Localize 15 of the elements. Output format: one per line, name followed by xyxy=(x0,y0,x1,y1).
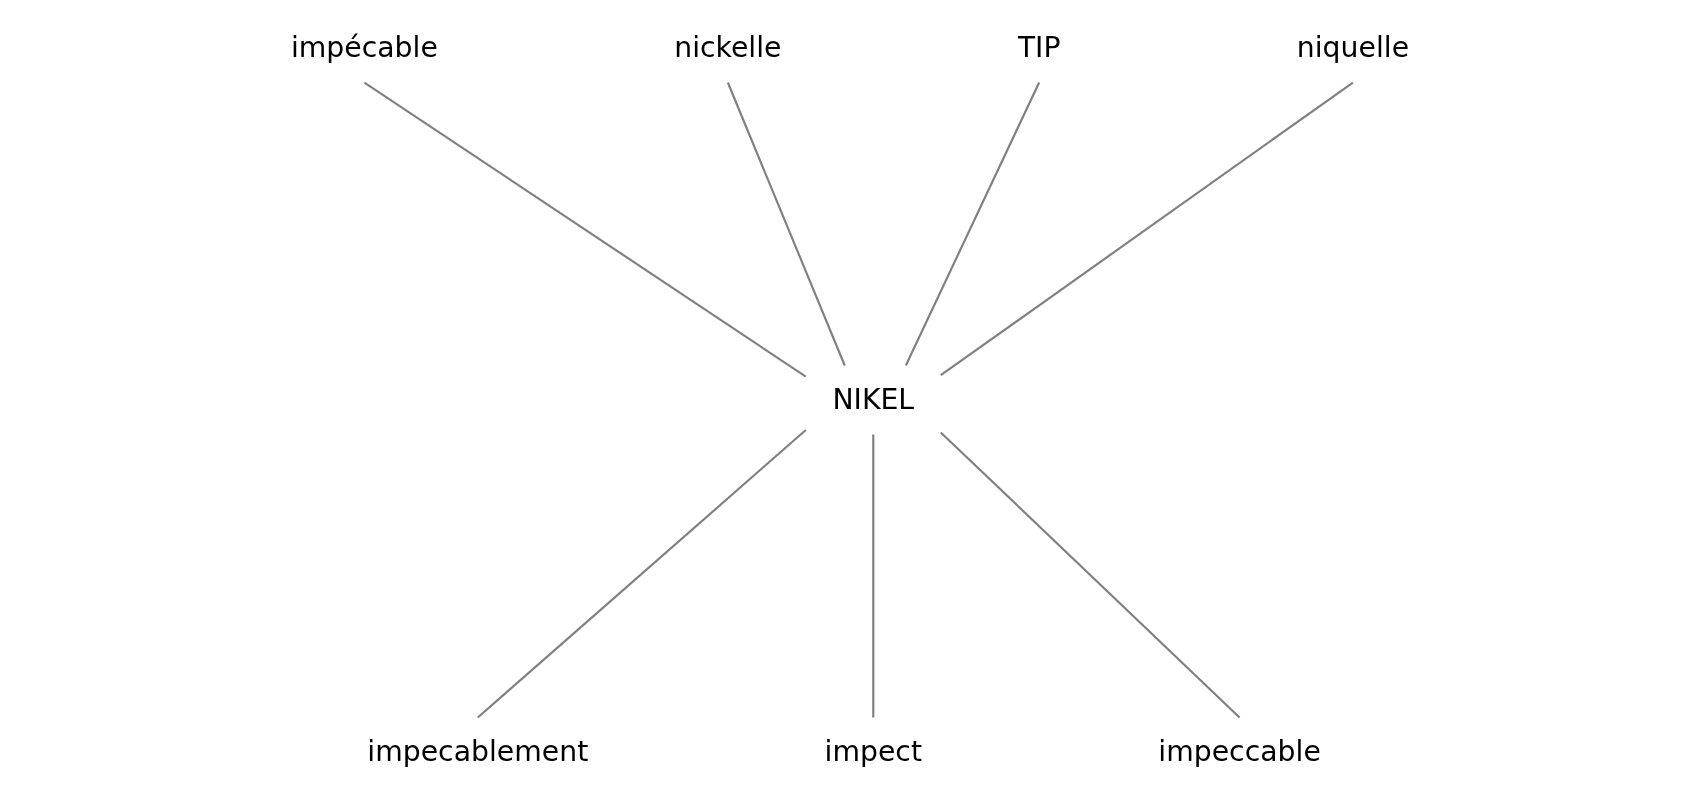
node-text: TIP xyxy=(1017,30,1061,64)
node-text: impecablement xyxy=(367,734,589,768)
node-text: NIKEL xyxy=(832,382,915,416)
connector xyxy=(872,434,875,718)
node-text: impect xyxy=(824,734,922,768)
node-text: nickelle xyxy=(674,30,782,64)
connector xyxy=(726,82,846,366)
connector xyxy=(477,429,807,719)
connector xyxy=(940,81,1354,377)
connector xyxy=(940,431,1241,719)
node-text: niquelle xyxy=(1296,30,1410,64)
connector xyxy=(363,81,807,378)
connector xyxy=(904,82,1041,366)
node-text: impécable xyxy=(290,30,438,64)
node-text: impeccable xyxy=(1158,734,1321,768)
